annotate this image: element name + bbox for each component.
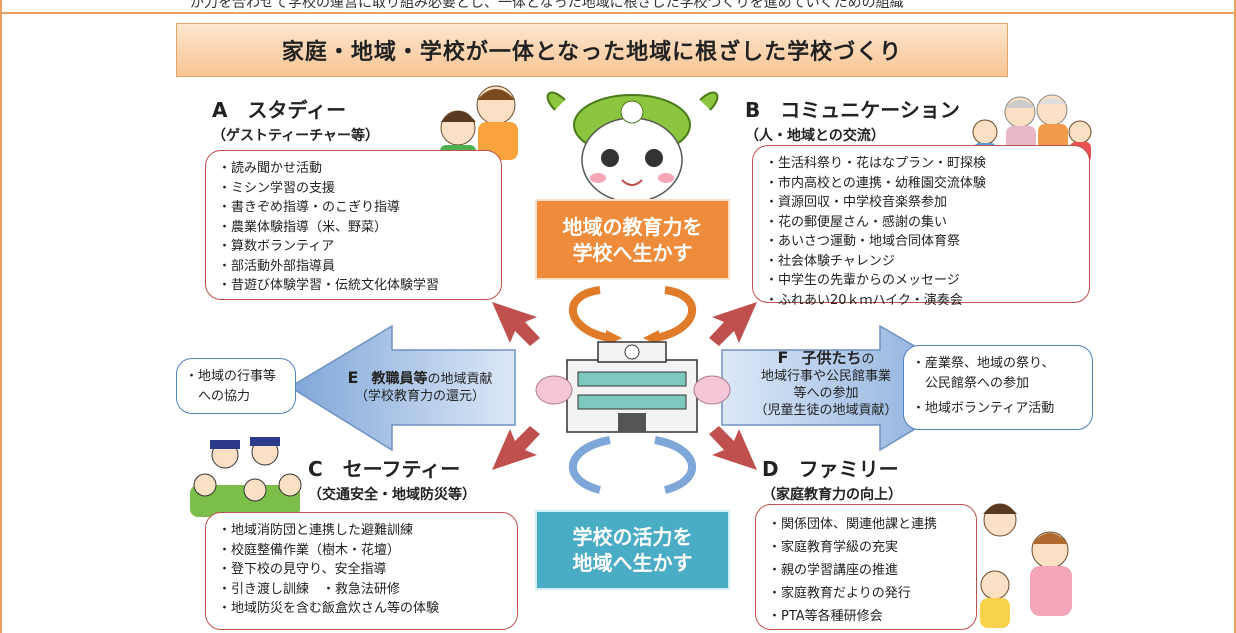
section-b-item: ・市内高校との連携・幼稚園交流体験 (765, 175, 986, 191)
section-f-side-item: ・地域ボランティア活動 (912, 401, 1055, 416)
section-c-item: ・登下校の見守り、安全指導 (218, 562, 387, 577)
frame-left-border (0, 0, 2, 633)
section-e-rest: の地域貢献 (427, 372, 493, 387)
section-f-rest: の (861, 352, 875, 367)
section-f-letter: F (777, 348, 789, 367)
section-e-side-box: ・地域の行事等 への協力 (176, 358, 296, 414)
section-e-side-item: への協力 (185, 388, 251, 404)
people-illustration-c (190, 437, 302, 517)
section-c-list-box: ・地域消防団と連携した避難訓練 ・校庭整備作業（樹木・花壇） ・登下校の見守り、… (205, 512, 518, 630)
section-c-heading: C セーフティー （交通安全・地域防災等） (308, 453, 476, 504)
section-f-line3: 等への参加 (793, 386, 859, 401)
section-f-side-item: ・産業祭、地域の祭り、 (912, 356, 1055, 371)
section-c-item: ・校庭整備作業（樹木・花壇） (218, 542, 401, 558)
section-e-letter: E (347, 368, 359, 387)
section-c-subtitle: （交通安全・地域防災等） (308, 487, 476, 503)
section-b-item: ・生活科祭り・花はなプラン・町探検 (765, 156, 987, 171)
people-illustration-d (980, 503, 1072, 628)
section-f-side-item: 公民館祭への参加 (912, 375, 1030, 391)
section-a-list-box: ・読み聞かせ活動 ・ミシン学習の支援 ・書きぞめ指導・のこぎり指導 ・農業体験指… (205, 150, 502, 300)
section-d-item: ・親の学習講座の推進 (768, 563, 899, 578)
orange-cycle-arrows (569, 286, 696, 342)
section-d-subtitle: （家庭教育力の向上） (762, 487, 902, 503)
red-arrow-top-right (709, 302, 757, 346)
section-d-item: ・家庭教育学級の充実 (768, 540, 899, 555)
mascot-illustration (546, 91, 719, 203)
section-b-item: ・ふれあい20ｋｍハイク・演奏会 (765, 292, 963, 308)
section-c-item: ・地域防災を含む飯盒炊さん等の体験 (218, 601, 440, 616)
section-b-list-box: ・生活科祭り・花はなプラン・町探検 ・市内高校との連携・幼稚園交流体験 ・資源回… (752, 145, 1090, 308)
section-f-side-box: ・産業祭、地域の祭り、 公民館祭への参加 ・地域ボランティア活動 (903, 345, 1093, 430)
section-d-item: ・家庭教育だよりの発行 (768, 586, 911, 601)
blue-cycle-arrows (568, 436, 697, 494)
section-a-subtitle: （ゲストティーチャー等） (212, 128, 380, 144)
section-b-item: ・あいさつ運動・地域合同体育祭 (765, 234, 961, 249)
section-b-heading: B コミュニケーション （人・地域との交流） (745, 94, 960, 145)
frame-right-border (1234, 0, 1236, 633)
section-c-title: C セーフティー (308, 457, 461, 481)
section-f-text: F 子供たちの 地域行事や公民館事業 等への参加 （児童生徒の地域貢献） (736, 349, 916, 419)
section-f-bold: 子供たち (801, 349, 862, 367)
center-bottom-line: 学校の活力を (572, 525, 693, 549)
section-a-title: A スタディー (212, 98, 347, 122)
red-arrow-bottom-right (709, 426, 757, 470)
banner-title-text: 家庭・地域・学校が一体となった地域に根ざした学校づくり (281, 40, 903, 65)
section-b-item: ・中学生の先輩からのメッセージ (765, 273, 960, 288)
center-top-line: 地域の教育力を (562, 214, 703, 239)
section-a-item: ・書きぞめ指導・のこぎり指導 (218, 200, 401, 215)
school-building (535, 341, 731, 433)
red-arrow-top-left (492, 302, 540, 346)
center-bottom-box: 学校の活力を 地域へ生かす (535, 510, 730, 590)
section-b-item: ・社会体験チャレンジ (765, 253, 895, 269)
section-b-title: B コミュニケーション (745, 98, 960, 122)
section-b-item: ・花の郵便屋さん・感謝の集い (765, 214, 948, 230)
section-a-item: ・算数ボランティア (218, 239, 335, 254)
section-a-item: ・ミシン学習の支援 (218, 180, 336, 196)
section-d-item: ・関係団体、関連他課と連携 (768, 517, 938, 532)
section-f-line2: 地域行事や公民館事業 (760, 369, 891, 384)
section-e-line2: （学校教育力の還元） (354, 389, 485, 404)
section-f-line4: （児童生徒の地域貢献） (754, 403, 898, 418)
section-a-item: ・読み聞かせ活動 (218, 161, 323, 176)
section-a-item: ・農業体験指導（米、野菜） (218, 219, 388, 235)
section-d-title: D ファミリー (762, 457, 899, 481)
red-arrow-bottom-left (492, 426, 540, 470)
section-e-bold: 教職員等 (371, 371, 428, 387)
banner-title: 家庭・地域・学校が一体となった地域に根ざした学校づくり (176, 23, 1008, 77)
section-d-list-box: ・関係団体、関連他課と連携 ・家庭教育学級の充実 ・親の学習講座の推進 ・家庭教… (755, 504, 977, 630)
center-top-box: 地域の教育力を 学校へ生かす (535, 199, 730, 280)
section-e-side-item: ・地域の行事等 (185, 369, 277, 384)
center-bottom-line: 地域へ生かす (572, 551, 693, 575)
top-caption-strip: が力を合わせて学校の運営に取り組み必要とし、一体となった地域に根ざした学校づくり… (0, 0, 1236, 14)
section-c-item: ・引き渡し訓練 ・救急法研修 (218, 581, 401, 597)
arrow-e-left (288, 324, 516, 452)
section-a-item: ・部活動外部指導員 (218, 258, 336, 274)
center-top-line: 学校へ生かす (572, 240, 693, 265)
section-e-text: E 教職員等の地域貢献 （学校教育力の還元） (330, 369, 510, 405)
section-d-item: ・PTA等各種研修会 (768, 609, 883, 624)
section-b-item: ・資源回収・中学校音楽祭参加 (765, 195, 948, 210)
section-d-heading: D ファミリー （家庭教育力の向上） (762, 453, 902, 504)
section-a-item: ・昔遊び体験学習・伝統文化体験学習 (218, 278, 440, 293)
section-b-subtitle: （人・地域との交流） (745, 128, 885, 144)
section-a-heading: A スタディー （ゲストティーチャー等） (212, 94, 379, 145)
section-c-item: ・地域消防団と連携した避難訓練 (218, 523, 414, 538)
top-caption-text: が力を合わせて学校の運営に取り組み必要とし、一体となった地域に根ざした学校づくり… (190, 0, 904, 11)
